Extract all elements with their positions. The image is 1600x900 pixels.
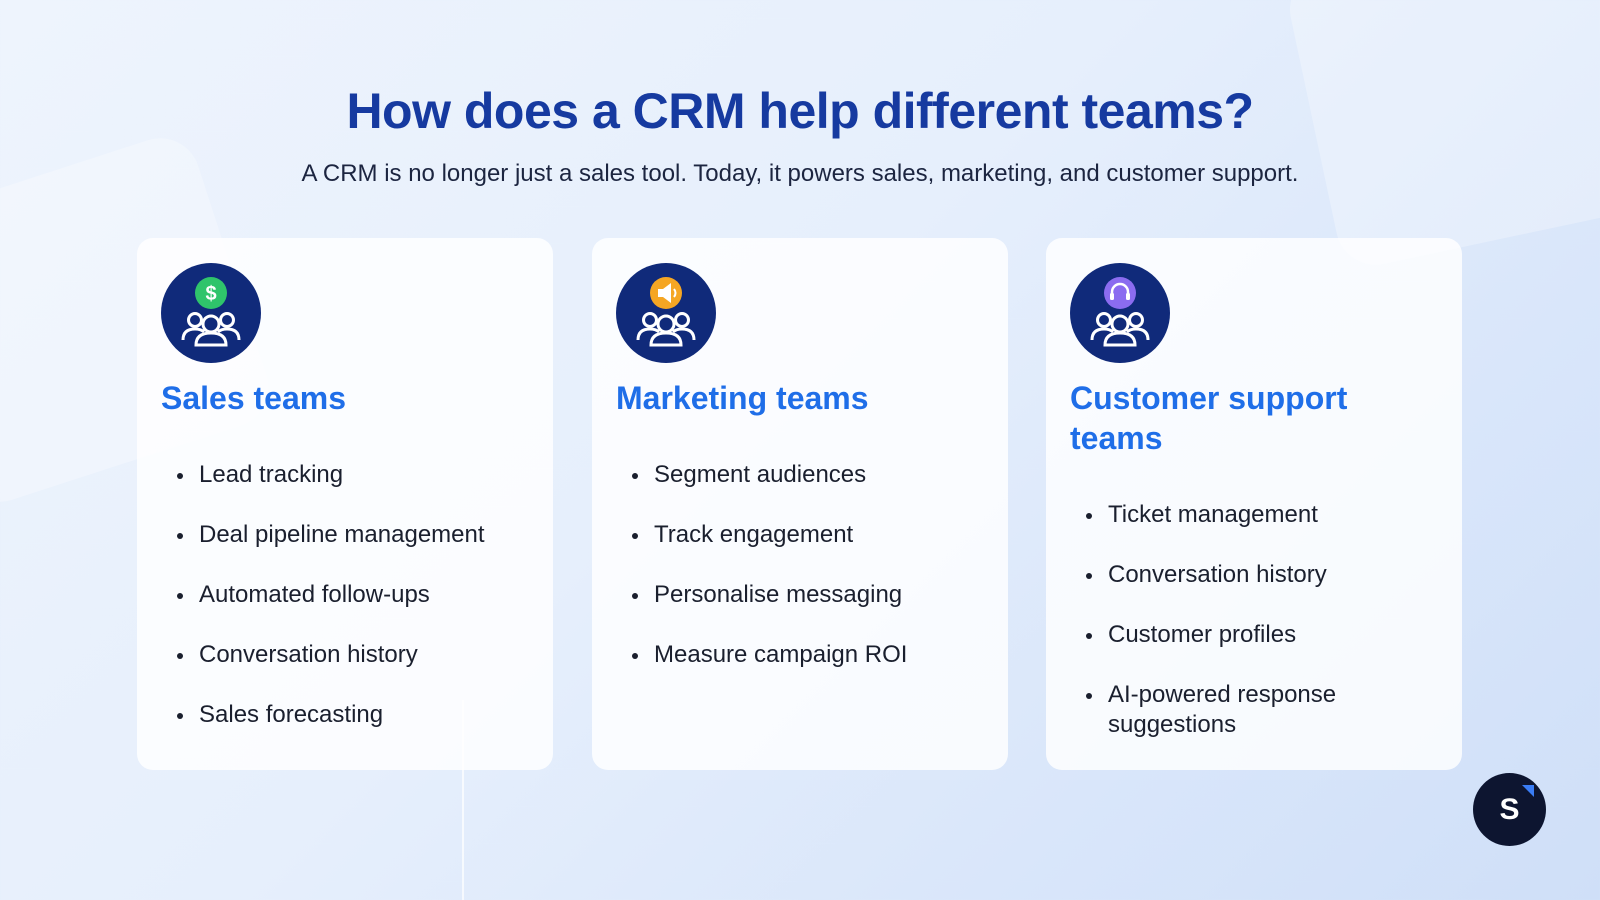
svg-text:$: $ bbox=[205, 283, 216, 305]
list-item: Personalise messaging bbox=[632, 580, 994, 610]
list-item: Deal pipeline management bbox=[177, 520, 539, 550]
list-item: Ticket management bbox=[1086, 500, 1448, 530]
list-item: AI-powered response suggestions bbox=[1086, 680, 1448, 740]
list-item: Segment audiences bbox=[632, 460, 994, 490]
feature-list: Ticket management Conversation history C… bbox=[1086, 500, 1448, 770]
list-item: Track engagement bbox=[632, 520, 994, 550]
list-item: Conversation history bbox=[1086, 560, 1448, 590]
card-title: Marketing teams bbox=[616, 380, 869, 416]
card-marketing-teams: Marketing teams Segment audiences Track … bbox=[592, 238, 1008, 770]
list-item: Lead tracking bbox=[177, 460, 539, 490]
team-dollar-icon: $ bbox=[161, 263, 261, 363]
list-item: Automated follow-ups bbox=[177, 580, 539, 610]
card-title: Sales teams bbox=[161, 380, 347, 416]
page-title: How does a CRM help different teams? bbox=[346, 83, 1254, 139]
brand-accent-icon bbox=[1522, 785, 1534, 797]
team-megaphone-icon bbox=[616, 263, 716, 363]
card-sales-teams: $ Sales teams Lead tracking Deal pipelin… bbox=[137, 238, 553, 770]
list-item: Measure campaign ROI bbox=[632, 640, 994, 670]
list-item: Conversation history bbox=[177, 640, 539, 670]
background-line bbox=[462, 700, 464, 900]
brand-logo-badge[interactable]: S bbox=[1473, 773, 1546, 846]
list-item: Customer profiles bbox=[1086, 620, 1448, 650]
team-headset-icon bbox=[1070, 263, 1170, 363]
page-subtitle: A CRM is no longer just a sales tool. To… bbox=[301, 160, 1299, 187]
card-title: Customer support teams bbox=[1070, 380, 1348, 456]
list-item: Sales forecasting bbox=[177, 700, 539, 730]
brand-letter: S bbox=[1499, 793, 1520, 826]
card-customer-support-teams: Customer support teams Ticket management… bbox=[1046, 238, 1462, 770]
feature-list: Lead tracking Deal pipeline management A… bbox=[177, 460, 539, 760]
feature-list: Segment audiences Track engagement Perso… bbox=[632, 460, 994, 700]
